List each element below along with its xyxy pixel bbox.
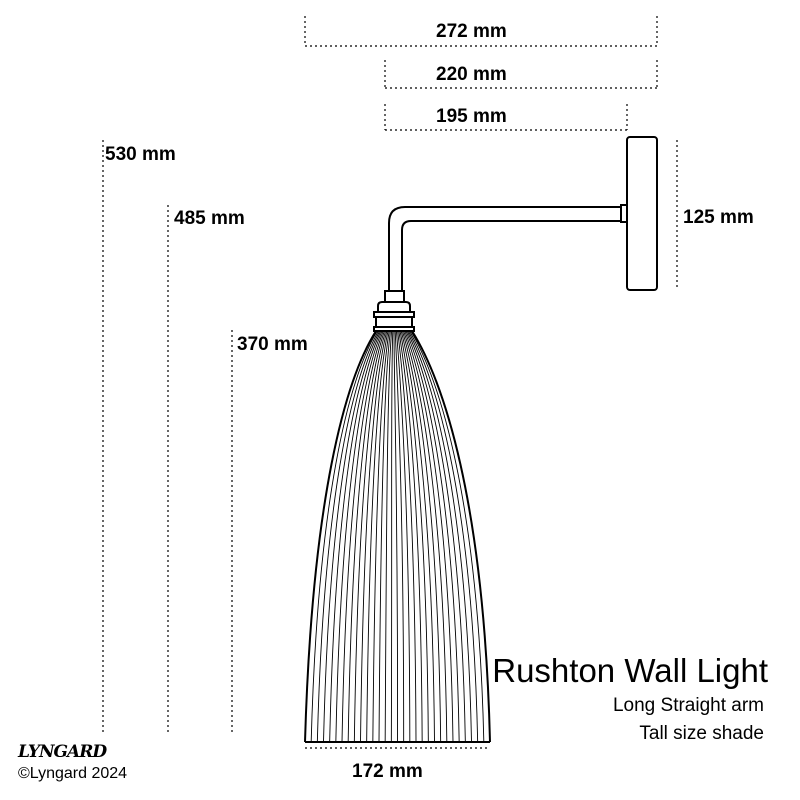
shade-pleat [406, 330, 466, 743]
shade-pleat [395, 330, 411, 743]
shade-pleat [398, 330, 423, 743]
shade-pleat [335, 330, 383, 743]
shade-pleat [353, 330, 387, 743]
shade-pleat [409, 330, 479, 743]
shade-pleat [384, 330, 393, 743]
lyngard-logo: LYNGARD [18, 742, 107, 762]
dim-label-485: 485 mm [174, 208, 245, 229]
shade-pleat [404, 330, 454, 743]
shade-pleat [410, 330, 485, 743]
dim-label-272: 272 mm [436, 21, 507, 42]
shade-pleat [401, 330, 442, 743]
shade-pleat [323, 330, 381, 743]
shade-pleat [372, 330, 390, 743]
shade-pleat [394, 330, 405, 743]
dim-label-172: 172 mm [352, 761, 423, 782]
shade-pleat [378, 330, 391, 743]
product-arm: Long Straight arm [612, 695, 764, 716]
shade-outline [411, 330, 491, 743]
wall-arm [373, 136, 658, 332]
backplate [626, 136, 658, 291]
socket-body [377, 301, 411, 313]
arm-tube [388, 206, 622, 292]
shade-pleat [407, 330, 472, 743]
shade-pleat [341, 330, 384, 743]
dim-label-220: 220 mm [436, 64, 507, 85]
shade-pleat [397, 330, 417, 743]
dim-label-370: 370 mm [237, 334, 308, 355]
shade-pleat [403, 330, 448, 743]
dim-label-530: 530 mm [105, 144, 176, 165]
socket-ring [373, 326, 415, 332]
shade-pleat [399, 330, 429, 743]
pleated-shade [304, 330, 491, 743]
copyright: ©Lyngard 2024 [18, 765, 128, 782]
shade-pleat [400, 330, 435, 743]
socket-collar [375, 316, 413, 328]
shade-pleat [316, 330, 379, 743]
dimension-lines [102, 16, 678, 749]
product-title: Rushton Wall Light [492, 652, 768, 689]
shade-pleat [405, 330, 460, 743]
dim-label-195: 195 mm [436, 106, 507, 127]
shade-pleat [390, 330, 394, 743]
shade-pleat [329, 330, 382, 743]
shade-pleat [347, 330, 385, 743]
shade-outline [304, 330, 377, 743]
shade-pleat [310, 330, 378, 743]
product-shade: Tall size shade [639, 723, 764, 744]
dim-label-125: 125 mm [683, 207, 754, 228]
shade-pleat [360, 330, 388, 743]
socket-top [384, 290, 405, 303]
shade-pleat [366, 330, 389, 743]
shade-pleat [393, 330, 398, 743]
